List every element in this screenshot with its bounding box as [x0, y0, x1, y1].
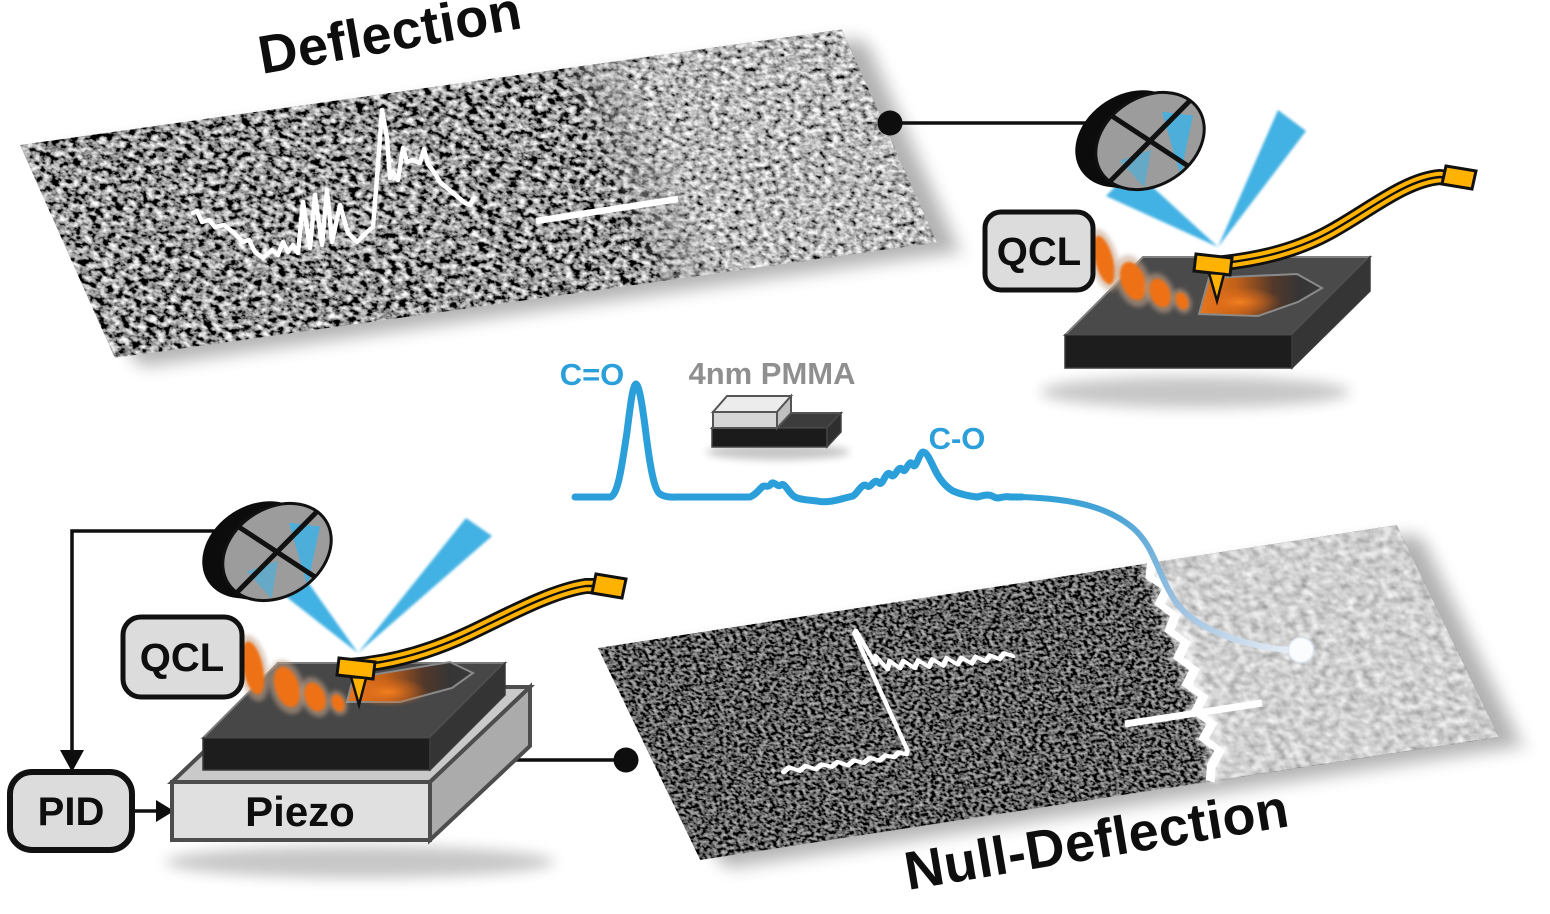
- probe-point-dot-icon: [1287, 636, 1315, 664]
- deflection-noise-light-region: [554, 29, 937, 283]
- laser-beam-incident: [358, 518, 492, 653]
- deflection-title: Deflection: [254, 0, 526, 86]
- ir-pulse-icon: [1088, 228, 1120, 292]
- ir-pulse-icon: [299, 676, 331, 718]
- tip-heat-glow: [1198, 287, 1282, 317]
- tip-heat-glow: [348, 677, 428, 707]
- qcl-label-bottom: QCL: [140, 636, 224, 680]
- cantilever-tip: [1207, 271, 1226, 306]
- peak-label-c-o: C-O: [929, 421, 986, 456]
- deflection-scale-bar: [535, 195, 679, 225]
- afm-setup-bottom: Piezo QCL PID: [7, 473, 628, 878]
- piezo-shadow: [165, 846, 555, 878]
- spectrum-curve: [571, 380, 1026, 506]
- cantilever-icon: [335, 572, 628, 710]
- laser-beam-incident: [1218, 110, 1306, 247]
- piezo-label: Piezo: [245, 788, 355, 835]
- null-noise-light-region: [1149, 525, 1499, 782]
- sample-shadow: [1040, 376, 1350, 408]
- ir-spectrum: C=O C-O 4nm PMMA: [560, 356, 1026, 506]
- qcl-box-bottom: QCL: [120, 614, 245, 700]
- quadrant-photodetector-icon: [184, 473, 352, 633]
- ir-pulse-icon: [1114, 254, 1152, 308]
- sample-stage-icon: [1062, 255, 1373, 370]
- qcl-box-top: QCL: [982, 209, 1096, 293]
- null-deflection-afm-image: [598, 525, 1523, 869]
- deflection-connector-dot-icon: [877, 110, 903, 136]
- cantilever-tip: [349, 675, 368, 710]
- cantilever-icon: [1192, 164, 1478, 306]
- ir-pulse-icon: [236, 634, 270, 702]
- feedback-arrowhead-right-icon: [156, 800, 174, 822]
- pmma-sample-schematic: [706, 393, 850, 460]
- afm-setup-top: QCL: [982, 62, 1478, 408]
- null-connector-dot-icon: [613, 747, 639, 773]
- deflection-afm-image: [20, 29, 960, 367]
- pid-box: PID: [7, 769, 135, 853]
- ir-pulse-icon: [1144, 272, 1176, 314]
- null-signal-trace: [780, 628, 1016, 775]
- ir-pulse-train: [1088, 228, 1192, 314]
- ir-pulse-icon: [328, 690, 348, 716]
- spectrum-to-image-curve: [1019, 494, 1291, 653]
- pid-label: PID: [38, 790, 105, 834]
- pmma-thickness-label: 4nm PMMA: [688, 356, 855, 391]
- feedback-line-detector-to-pid: [70, 529, 216, 752]
- topography-step-boundary: [1145, 561, 1226, 783]
- ir-pulse-icon: [268, 659, 306, 715]
- ir-pulse-train: [236, 634, 348, 718]
- ir-pulse-icon: [1172, 288, 1192, 314]
- qcl-label-top: QCL: [997, 230, 1081, 274]
- peak-label-carbonyl: C=O: [560, 357, 625, 392]
- null-scale-bar: [1124, 699, 1263, 728]
- feedback-arrowhead-down-icon: [60, 750, 84, 772]
- deflection-signal-trace: [190, 107, 476, 261]
